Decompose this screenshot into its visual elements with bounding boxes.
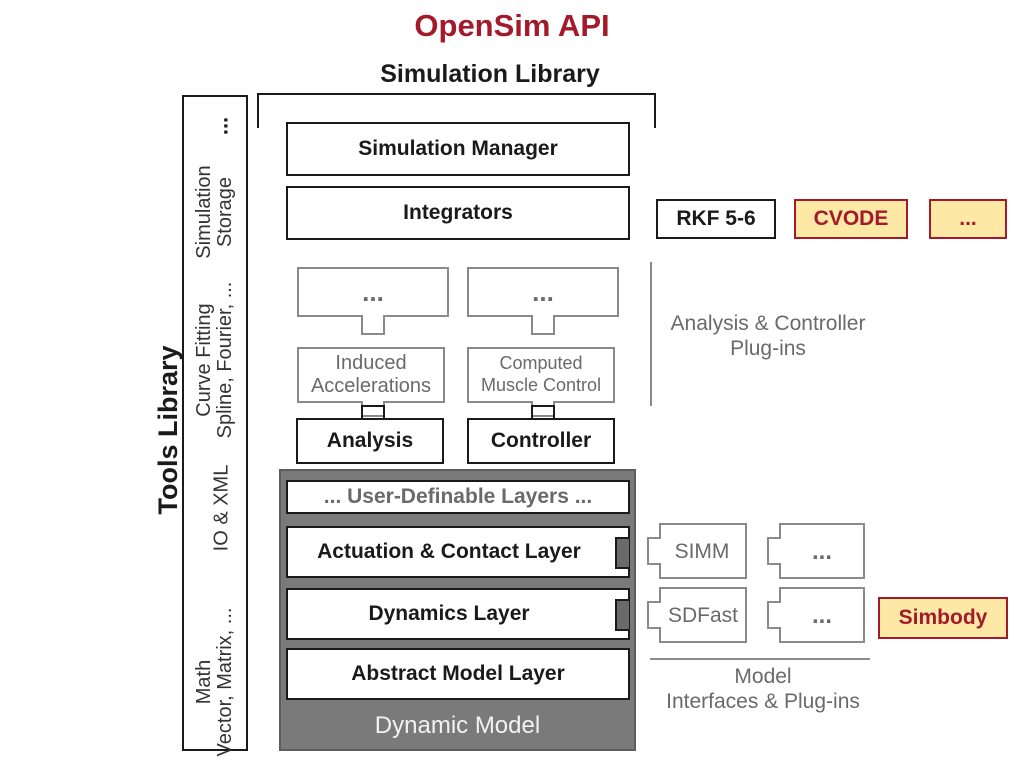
model-plugin-ellipsis-top: ... xyxy=(811,538,832,565)
actuation-contact-layer: Actuation & Contact Layer xyxy=(286,526,630,578)
dynamics-layer: Dynamics Layer xyxy=(286,588,630,640)
sdfast-plugin: SDFast xyxy=(667,604,738,627)
abstract-model-layer: Abstract Model Layer xyxy=(286,648,630,700)
layer-notches xyxy=(615,537,629,631)
tools-more-ellipsis: ... xyxy=(207,116,233,136)
analysis-box: Analysis xyxy=(296,418,444,464)
integrator-more: ... xyxy=(929,199,1007,239)
integrator-rkf: RKF 5-6 xyxy=(656,199,776,239)
plugins-divider xyxy=(650,262,652,406)
model-interfaces-plugins-label: Model Interfaces & Plug-ins xyxy=(666,665,860,714)
simulation-library-title: Simulation Library xyxy=(380,60,600,88)
tools-library-box xyxy=(182,95,248,751)
analysis-controller-plugins-label: Analysis & Controller Plug-ins xyxy=(670,312,866,361)
dynamic-model-label: Dynamic Model xyxy=(374,712,541,739)
model-plugin-ellipsis-bottom: ... xyxy=(811,602,832,629)
integrators-box: Integrators xyxy=(286,186,630,240)
tools-io-xml: IO & XML xyxy=(210,464,233,552)
simulation-manager-box: Simulation Manager xyxy=(286,122,630,176)
induced-accelerations-plugin: Induced Accelerations xyxy=(310,352,432,397)
opensim-api-title: OpenSim API xyxy=(414,8,610,43)
simulation-library-bracket xyxy=(257,93,656,128)
integrator-cvode: CVODE xyxy=(794,199,908,239)
tools-simulation-storage: Simulation Storage xyxy=(193,165,236,259)
controller-box: Controller xyxy=(467,418,615,464)
tools-curve-fitting: Curve Fitting Spline, Fourier, ... xyxy=(193,281,236,439)
tools-library-title: Tools Library xyxy=(152,345,183,515)
user-definable-layers: ... User-Definable Layers ... xyxy=(286,480,630,514)
simm-plugin: SIMM xyxy=(674,540,730,563)
controller-plugin-ellipsis: ... xyxy=(532,276,554,307)
simbody-plugin: Simbody xyxy=(878,597,1008,639)
plugin-tabs-shapes xyxy=(297,267,619,418)
tools-math: Math Vector, Matrix, ... xyxy=(193,607,236,757)
model-plugin-shapes xyxy=(647,523,870,660)
computed-muscle-control-plugin: Computed Muscle Control xyxy=(480,353,602,395)
analysis-plugin-ellipsis: ... xyxy=(362,276,384,307)
